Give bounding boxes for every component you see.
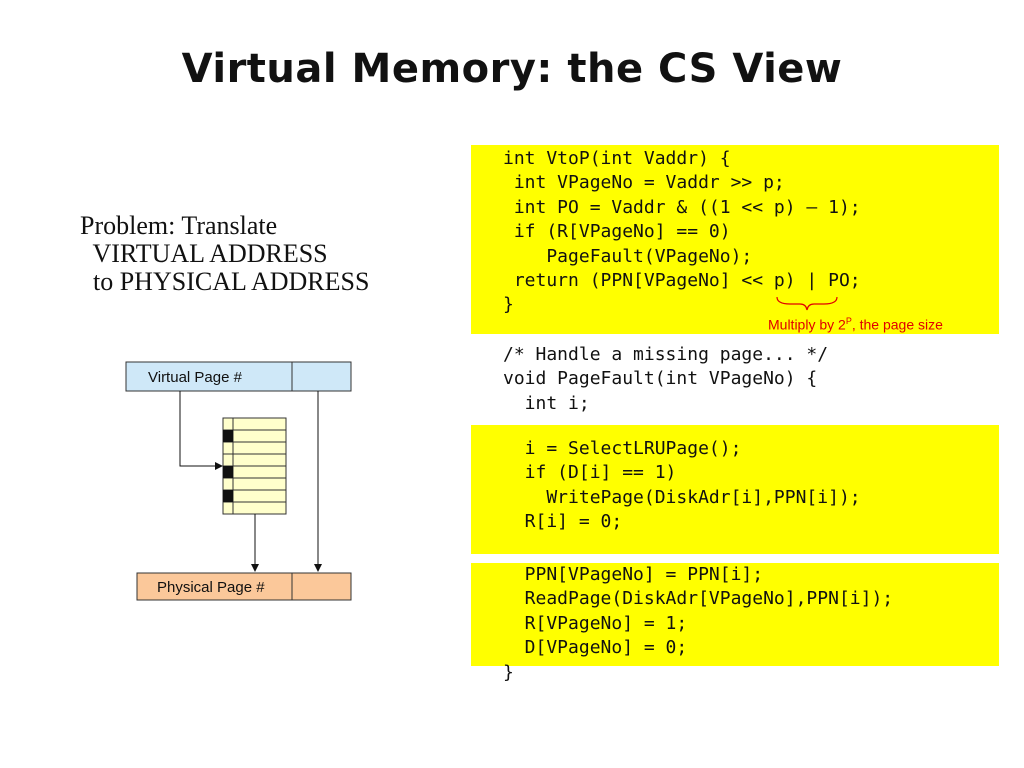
annotation-sup: P xyxy=(845,316,852,326)
problem-line-3: to PHYSICAL ADDRESS xyxy=(80,267,370,296)
annotation-suffix: , the page size xyxy=(851,316,943,333)
resident-bit xyxy=(223,430,233,442)
virtual-page-label: Virtual Page # xyxy=(148,369,243,386)
problem-line-2: VIRTUAL ADDRESS xyxy=(80,239,328,268)
problem-statement: Problem: Translate VIRTUAL ADDRESS to PH… xyxy=(80,212,369,296)
shift-annotation: Multiply by 2P, the page size xyxy=(768,316,943,333)
physical-address-box: Physical Page # xyxy=(136,572,352,601)
resident-bit xyxy=(223,466,233,478)
vpn-to-table-arrow xyxy=(179,391,223,470)
virtual-address-box: Virtual Page # xyxy=(125,361,352,392)
code-select-page: i = SelectLRUPage(); if (D[i] == 1) Writ… xyxy=(524,438,861,533)
highlight-vtop xyxy=(471,145,999,334)
code-load-page: PPN[VPageNo] = PPN[i]; ReadPage(DiskAdr[… xyxy=(503,564,894,683)
resident-bit xyxy=(223,490,233,502)
code-vtop: int VtoP(int Vaddr) { int VPageNo = Vadd… xyxy=(503,148,861,316)
page-table xyxy=(222,417,287,515)
highlight-load-page xyxy=(471,563,999,666)
physical-page-label: Physical Page # xyxy=(157,579,265,596)
slide-title: Virtual Memory: the CS View xyxy=(181,46,843,92)
problem-line-1: Problem: Translate xyxy=(80,211,278,240)
annotation-prefix: Multiply by 2 xyxy=(768,316,846,333)
highlight-select-page xyxy=(471,425,999,554)
code-pagefault-header: /* Handle a missing page... */ void Page… xyxy=(503,344,829,414)
